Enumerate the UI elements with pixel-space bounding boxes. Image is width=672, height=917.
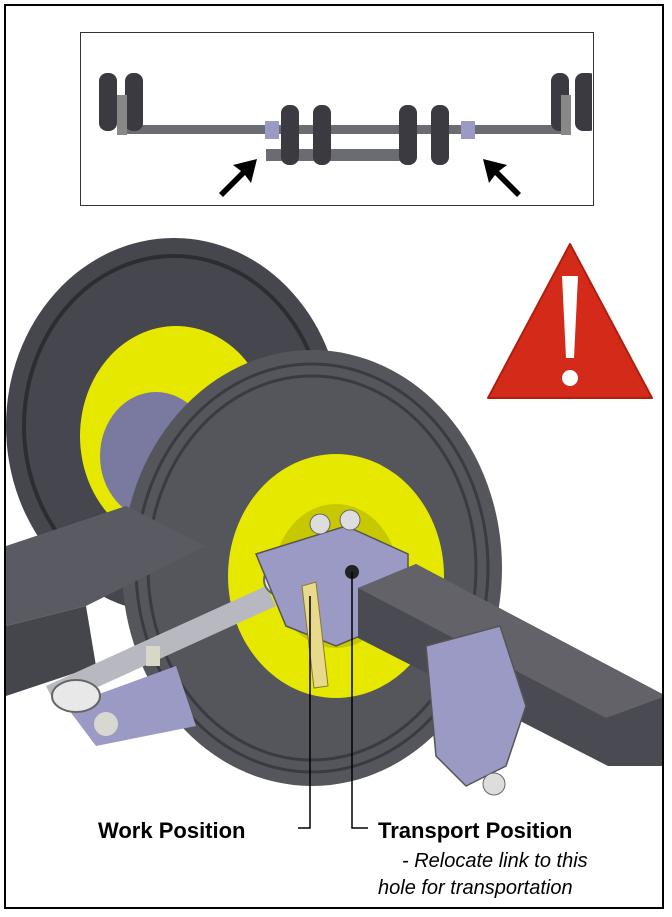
overview-right-wheels (551, 73, 597, 135)
overview-left-arrow (219, 159, 257, 197)
left-frame (6, 506, 206, 746)
work-leader (298, 596, 311, 829)
overview-beam (121, 125, 561, 134)
tube-bracket (425, 625, 527, 787)
transport-note: - Relocate link to this hole for transpo… (378, 848, 662, 902)
overview-right-arrow (483, 159, 521, 197)
overview-left-hinge (265, 121, 279, 139)
transport-leader (351, 572, 368, 829)
hitch-illustration (6, 238, 662, 829)
overview-left-wheels (99, 73, 143, 135)
overview-right-hinge (461, 121, 475, 139)
transport-note-line1: - Relocate link to this (402, 850, 588, 872)
main-tube (358, 564, 662, 796)
transport-position-label: Transport Position (378, 818, 573, 843)
transport-note-line2: hole for transportation (378, 877, 573, 899)
overview-drawing (99, 73, 597, 197)
overview-center-beam (266, 149, 416, 161)
overview-center-wheels (281, 105, 449, 165)
overview-inset (80, 32, 597, 206)
figure-frame: Work Position Transport Position - Reloc… (4, 4, 664, 909)
work-position-label: Work Position (98, 818, 246, 843)
warning-icon (487, 243, 653, 399)
leader-lines (298, 572, 368, 829)
